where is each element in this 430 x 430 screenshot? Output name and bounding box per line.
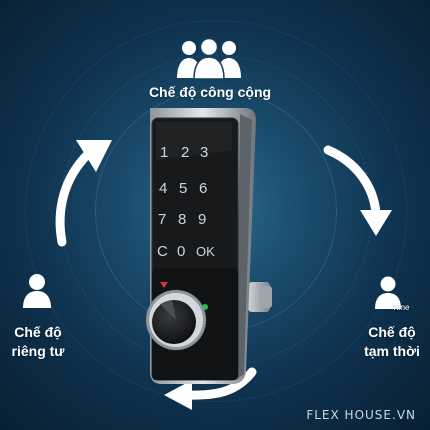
private-mode-label-line2: riêng tư xyxy=(11,343,65,359)
arrow-bottom-left-icon xyxy=(164,367,257,410)
user-time-icon xyxy=(375,276,401,309)
keypad-key: 3 xyxy=(200,144,208,161)
keypad-key: 7 xyxy=(158,211,166,228)
keypad-key: C xyxy=(157,243,168,260)
temporary-mode-label-line1: Chế độ xyxy=(368,324,416,340)
keypad-key: 2 xyxy=(181,144,189,161)
keypad-key: 6 xyxy=(199,180,207,197)
time-badge: Time xyxy=(392,303,410,312)
keypad-key: OK xyxy=(196,244,215,259)
keypad: 1 2 3 4 5 6 7 8 9 C 0 OK xyxy=(157,144,215,260)
glow-ring xyxy=(25,20,407,402)
public-mode-label: Chế độ công cộng xyxy=(148,84,272,100)
keypad-key: 5 xyxy=(179,180,187,197)
temporary-mode-label-line2: tạm thời xyxy=(364,343,420,359)
private-mode-label-line1: Chế độ xyxy=(14,324,62,340)
keypad-key: 4 xyxy=(159,180,167,197)
keypad-key: 8 xyxy=(178,211,186,228)
arrow-right-down-icon xyxy=(323,145,392,236)
group-users-icon xyxy=(177,38,241,80)
arrow-left-up-icon xyxy=(55,140,112,247)
brand-watermark: FLEX HOUSE.VN xyxy=(306,408,416,422)
keypad-key: 9 xyxy=(198,211,206,228)
keypad-key: 1 xyxy=(160,144,168,161)
keypad-key: 0 xyxy=(177,243,185,260)
user-icon xyxy=(23,274,51,308)
